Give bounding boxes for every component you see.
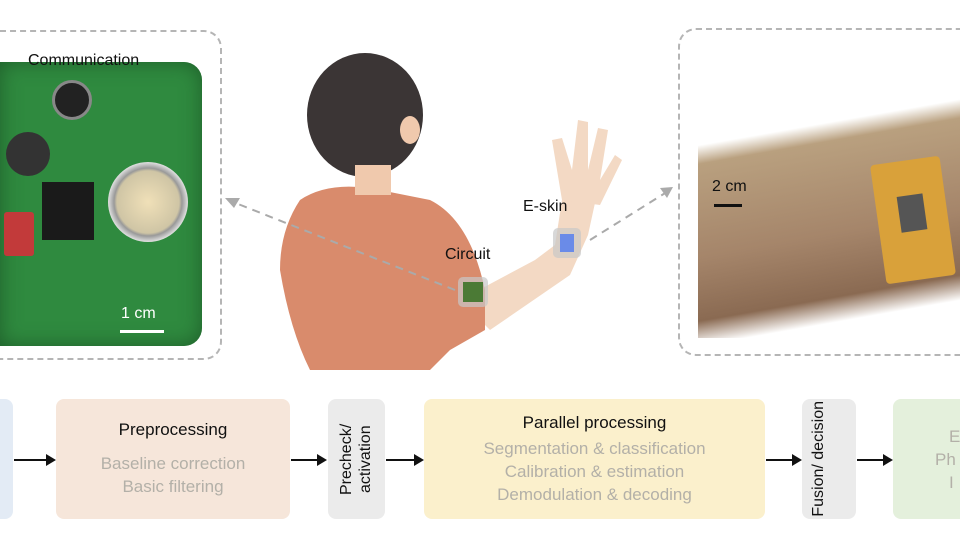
output-box: E Ph I — [893, 399, 960, 519]
circuit-chip — [463, 282, 483, 302]
eskin-patch-photo — [869, 155, 957, 285]
pcb-scale-bar — [120, 330, 164, 333]
buzzer — [108, 162, 188, 242]
output-item: E — [949, 426, 960, 446]
arrow — [14, 454, 56, 466]
eskin-patch — [560, 234, 574, 252]
regulator-chip — [42, 182, 94, 240]
communication-label: Communication — [28, 52, 140, 69]
arrow — [291, 454, 327, 466]
inductor — [6, 132, 50, 176]
circuit-label: Circuit — [445, 246, 491, 263]
arm-scale-label: 2 cm — [712, 178, 747, 195]
parallel-processing-box: Parallel processing Segmentation & class… — [424, 399, 765, 519]
hand — [552, 120, 622, 205]
arm-raised — [460, 170, 600, 330]
arm-photo — [698, 70, 960, 338]
fusion-box: Fusion/ decision — [802, 399, 856, 519]
arrow — [766, 454, 802, 466]
arm-scale-bar — [714, 204, 742, 207]
shirt — [280, 186, 485, 370]
eskin-sensor — [896, 193, 928, 233]
connector-to-pcb — [227, 199, 456, 291]
connector-arrowhead — [225, 198, 240, 208]
capacitor — [52, 80, 92, 120]
parallel-item: Segmentation & classification — [483, 438, 706, 458]
arrow — [857, 454, 893, 466]
preprocessing-title: Preprocessing — [118, 420, 228, 439]
output-item: I — [949, 472, 954, 492]
eskin-label: E-skin — [523, 198, 568, 215]
arrow — [386, 454, 424, 466]
parallel-title: Parallel processing — [522, 412, 667, 432]
preprocessing-box: Preprocessing Baseline correction Basic … — [56, 399, 290, 519]
connector-to-arm — [589, 189, 671, 241]
ear — [400, 116, 420, 144]
preprocessing-item: Baseline correction — [100, 454, 246, 473]
input-box — [0, 399, 13, 519]
output-item: Ph — [935, 449, 956, 469]
pcb-scale-label: 1 cm — [121, 305, 156, 322]
preprocessing-item: Basic filtering — [122, 477, 224, 496]
precheck-label: Precheck/ activation — [337, 423, 374, 495]
fusion-label: Fusion/ decision — [810, 401, 827, 517]
parallel-item: Calibration & estimation — [504, 461, 685, 481]
red-capacitor — [4, 212, 34, 256]
pcb-photo — [0, 62, 202, 346]
parallel-item: Demodulation & decoding — [497, 484, 692, 504]
head — [307, 53, 423, 177]
connector-arrowhead — [660, 187, 673, 198]
callout-connectors — [225, 187, 673, 291]
precheck-box: Precheck/ activation — [328, 399, 385, 519]
person-illustration — [280, 53, 622, 370]
neck — [355, 165, 391, 195]
arm-callout-frame — [678, 28, 960, 356]
pcb-callout-frame — [0, 30, 222, 360]
